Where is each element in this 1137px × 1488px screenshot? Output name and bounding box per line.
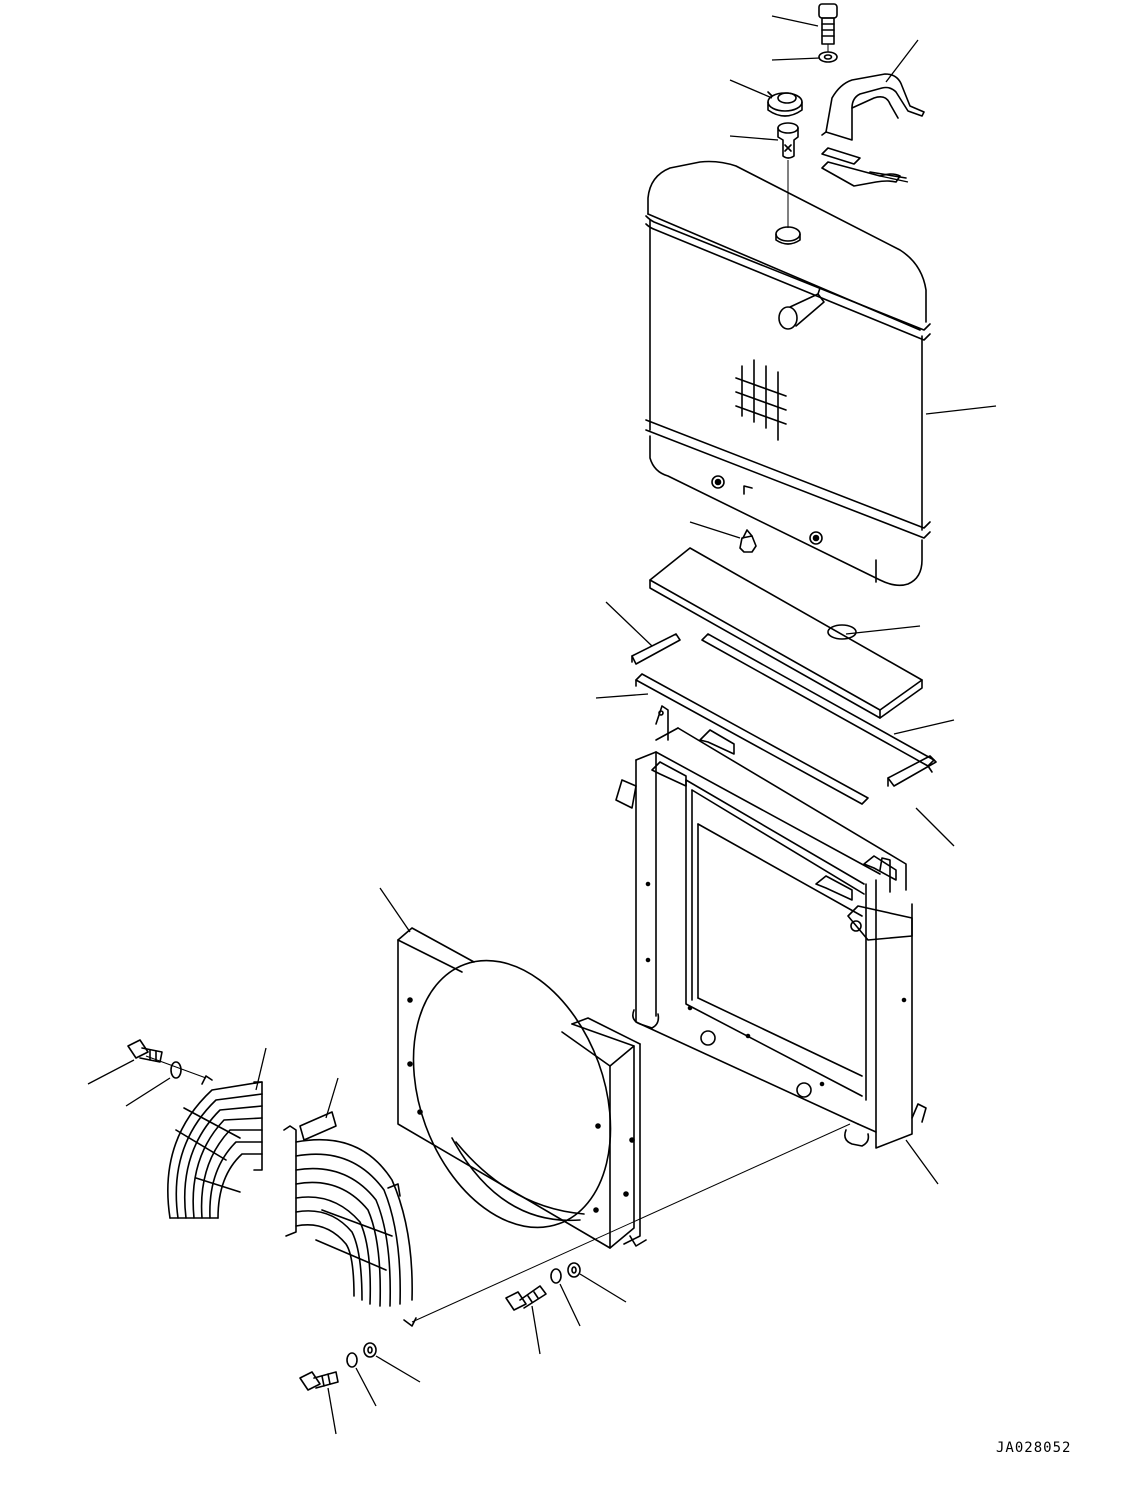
bolt-icon [299, 1371, 339, 1391]
plug-icon [777, 122, 799, 159]
leader-lines [87, 15, 997, 1435]
radiator-icon [645, 160, 931, 587]
assembly-lines [145, 44, 851, 1323]
fan-guard-icon [167, 1075, 417, 1327]
radiator-cap-icon [767, 91, 803, 117]
bolt-icon [127, 1039, 163, 1063]
washer-icon [346, 1342, 377, 1368]
cushion-plate-icon [649, 547, 923, 719]
washer-icon [818, 51, 838, 63]
shroud-icon [397, 927, 647, 1249]
shim-plate-icon [821, 147, 907, 187]
frame-icon [615, 705, 927, 1149]
seal-strip-icon [631, 633, 937, 805]
washer-icon [550, 1262, 581, 1284]
drain-valve-icon [739, 529, 757, 553]
bracket-icon [821, 73, 925, 141]
bolt-icon [505, 1285, 547, 1311]
washer-icon [170, 1061, 182, 1079]
drawing-number: JA028052 [996, 1440, 1072, 1456]
bolt-icon [818, 3, 838, 45]
